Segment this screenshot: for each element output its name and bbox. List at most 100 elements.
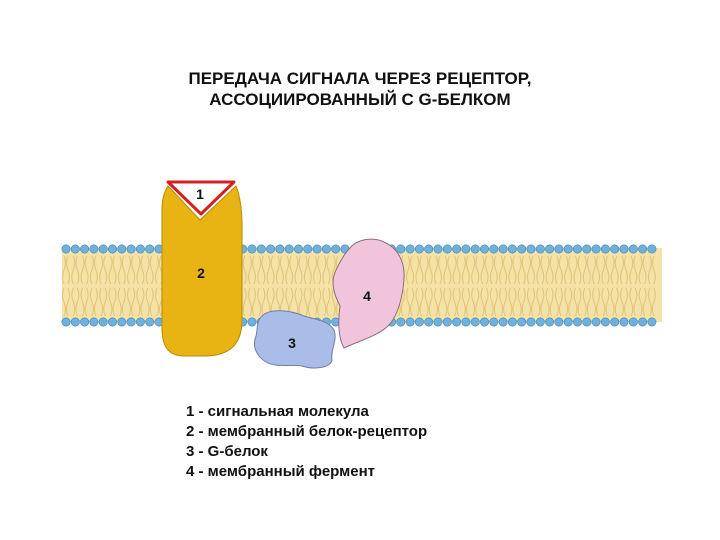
lipid-tail [452,255,457,285]
lipid-head [433,244,443,254]
lipid-tail [527,255,531,285]
lipid-head [61,244,71,254]
lipid-head [303,244,313,254]
lipid-head [582,244,592,254]
lipid-head [545,317,555,327]
lipid-tail [475,255,480,285]
lipid-tail [471,287,476,317]
lipid-tail [489,287,494,317]
lipid-tail [406,255,411,285]
lipid-tail [248,255,252,285]
lipid-head [563,317,573,327]
lipid-tail [493,255,498,285]
lipid-head [145,244,155,254]
lipid-tail [517,255,522,285]
lipid-tail [415,287,420,317]
lipid-head [284,244,294,254]
legend-item-4: 4 - мембранный фермент [186,463,375,480]
lipid-tail [285,255,290,285]
lipid-tail [549,287,554,317]
lipid-tail [103,255,108,285]
lipid-tail [434,255,438,285]
lipid-tail [242,287,247,317]
lipid-tail [508,287,513,317]
lipid-tail [512,255,517,285]
lipid-tail [71,255,76,285]
lipid-head [498,244,508,254]
lipid-head [572,244,582,254]
lipid-tail [117,255,122,285]
lipid-tail [601,287,606,317]
lipid-tail [415,255,420,285]
lipid-tail [471,255,476,285]
lipid-head [433,317,443,327]
lipid-tail [121,255,126,285]
lipid-tail [620,255,624,285]
lipid-head [442,317,452,327]
lipid-tail [279,255,284,285]
lipid-tail [592,255,597,285]
lipid-tail [642,255,647,285]
lipid-tail [136,287,141,317]
lipid-head [321,244,331,254]
lipid-tail [651,287,656,317]
lipid-tail [155,255,159,285]
lipid-tail [424,287,429,317]
lipid-tail [127,287,132,317]
lipid-tail [248,287,252,317]
lipid-tail [564,255,569,285]
lipid-head [61,317,71,327]
lipid-tail [424,255,429,285]
lipid-head [563,244,573,254]
legend-item-2: 2 - мембранный белок-рецептор [186,423,428,440]
lipid-head [396,317,406,327]
lipid-tail [605,287,610,317]
lipid-tail [651,255,656,285]
lipid-head [489,317,499,327]
lipid-tail [536,255,541,285]
lipid-head [638,317,648,327]
signal-molecule-shape [166,180,236,216]
lipid-tail [252,255,256,285]
lipid-tail [461,287,466,317]
lipid-tail [428,255,433,285]
legend-item-3: 3 - G-белок [186,443,268,460]
lipid-head [600,317,610,327]
lipid-head [647,317,657,327]
membrane-enzyme-shape [332,238,405,349]
lipid-head [545,244,555,254]
lipid-tail [647,255,652,285]
lipid-tail [275,255,280,285]
lipid-head [80,244,90,254]
lipid-head [98,317,108,327]
lipid-tail [438,287,442,317]
lipid-tail [521,287,526,317]
lipid-tail [242,255,247,285]
lipid-head [117,244,127,254]
lipid-head [293,244,303,254]
lipid-tail [434,287,438,317]
lipid-head [312,244,322,254]
lipid-head [126,317,136,327]
lipid-tail [558,287,563,317]
lipid-tail [558,255,563,285]
lipid-tail [117,287,122,317]
lipid-tail [624,287,628,317]
lipid-tail [99,255,104,285]
lipid-tail [447,287,452,317]
lipid-tail [298,287,303,317]
lipid-head [70,244,80,254]
lipid-tail [605,255,610,285]
lipid-head [247,244,257,254]
lipid-tail [545,255,550,285]
lipid-tail [443,287,448,317]
lipid-tail [140,255,145,285]
lipid-head [461,317,471,327]
lipid-tail [438,255,442,285]
lipid-tail [62,255,66,285]
lipid-head [498,317,508,327]
lipid-head [470,317,480,327]
lipid-tail [62,287,66,317]
lipid-tail [629,287,634,317]
lipid-tail [428,287,433,317]
